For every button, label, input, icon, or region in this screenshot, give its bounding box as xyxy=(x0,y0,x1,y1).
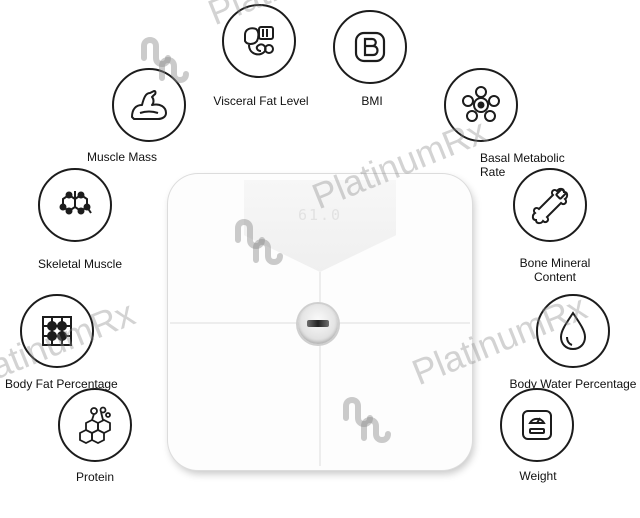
bmi-circle xyxy=(333,10,407,84)
protein-label: Protein xyxy=(75,470,115,484)
bone-mineral-circle xyxy=(513,168,587,242)
scale-display: 61.0 xyxy=(244,180,396,272)
muscle-mass-circle xyxy=(112,68,186,142)
flexed-arm-icon xyxy=(131,90,167,120)
visceral-fat-label: Visceral Fat Level xyxy=(213,94,309,108)
basal-metabolic-label: Basal Metabolic Rate xyxy=(480,151,565,179)
fat-grid-icon xyxy=(42,316,72,346)
protein-circle xyxy=(58,388,132,462)
bmi-b-icon xyxy=(354,31,386,63)
scale-display-reading: 61.0 xyxy=(297,206,343,224)
visceral-organs-icon xyxy=(244,26,274,56)
weighing-scale-icon xyxy=(522,410,552,440)
protein-molecule-icon xyxy=(79,406,111,445)
body-fat-label: Body Fat Percentage xyxy=(5,377,118,391)
metabolic-cells-icon xyxy=(462,86,500,122)
muscle-molecule-icon xyxy=(59,191,92,215)
smart-scale: 61.0 xyxy=(168,174,472,470)
body-water-label: Body Water Percentage xyxy=(509,377,637,391)
visceral-fat-circle xyxy=(222,4,296,78)
basal-metabolic-circle xyxy=(444,68,518,142)
muscle-mass-label: Muscle Mass xyxy=(86,150,158,164)
skeletal-muscle-label: Skeletal Muscle xyxy=(37,257,123,271)
body-water-circle xyxy=(536,294,610,368)
weight-circle xyxy=(500,388,574,462)
water-drop-icon xyxy=(559,311,587,351)
skeletal-muscle-circle xyxy=(38,168,112,242)
weight-label: Weight xyxy=(519,469,557,483)
body-fat-circle xyxy=(20,294,94,368)
bone-mineral-label: Bone Mineral Content xyxy=(519,256,591,284)
bmi-label: BMI xyxy=(361,94,383,108)
bone-icon xyxy=(531,187,569,225)
scale-center-logo xyxy=(298,304,338,344)
electrode-divider-vertical xyxy=(319,272,321,466)
